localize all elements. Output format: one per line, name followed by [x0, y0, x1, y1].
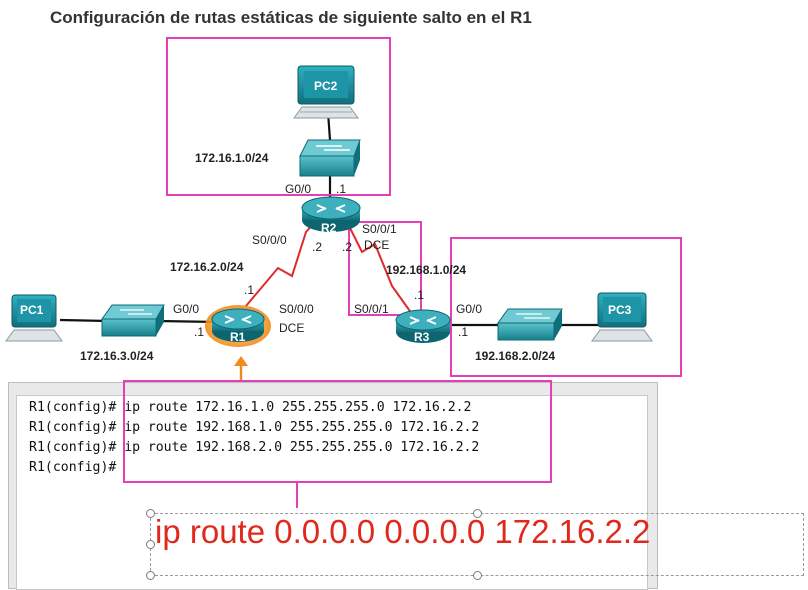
serial-link-r2-r3 [343, 215, 413, 315]
switch-lan-r3-icon[interactable] [497, 308, 563, 341]
cli-command: ip route 192.168.2.0 255.255.255.0 172.1… [116, 440, 480, 455]
pc2-device[interactable] [293, 65, 359, 119]
r1-g00-host: .1 [194, 325, 205, 339]
cli-line: R1(config)# [29, 460, 116, 475]
r3-router[interactable] [395, 309, 451, 343]
topology-diagram [5, 37, 682, 380]
r2-g00-label: G0/0 [285, 182, 312, 196]
cli-command: ip route 172.16.1.0 255.255.255.0 172.16… [116, 400, 472, 415]
switch-lan-r1-icon[interactable] [101, 304, 165, 337]
pc1-label: PC1 [20, 303, 44, 317]
r3-s001-label: S0/0/1 [354, 302, 389, 316]
r3-label: R3 [414, 330, 430, 344]
highlight-lan-r2 [166, 37, 391, 196]
diagram-title: Configuración de rutas estáticas de sigu… [50, 8, 532, 27]
r2-s000-host: .2 [312, 240, 323, 254]
r3-g00-label: G0/0 [456, 302, 483, 316]
r2-s000-label: S0/0/0 [252, 233, 287, 247]
link-pc1-switch [59, 318, 109, 323]
r1-router[interactable] [205, 305, 271, 347]
callout-text[interactable]: ip route 0.0.0.0 0.0.0.0 172.16.2.2 [155, 513, 651, 550]
switch-lan-r2-icon[interactable] [299, 139, 361, 177]
r2-g00-host: .1 [336, 182, 347, 196]
r2-label: R2 [321, 221, 337, 235]
pc3-label: PC3 [608, 303, 632, 317]
r3-s001-host: .1 [414, 288, 425, 302]
resize-handle-top-left[interactable] [146, 509, 155, 518]
pc3-device[interactable] [591, 292, 653, 342]
network-lan-r2: 172.16.1.0/24 [195, 151, 269, 165]
network-wan-r2-r3: 192.168.1.0/24 [386, 263, 467, 277]
resize-handle-middle-left[interactable] [146, 540, 155, 549]
cli-prompt: R1(config)# [29, 420, 117, 435]
r2-router[interactable] [301, 196, 361, 232]
r2-s001-label: S0/0/1 [362, 222, 397, 236]
r2-s001-host: .2 [342, 240, 353, 254]
serial-link-r1-r2 [245, 214, 322, 307]
network-lan-r3: 192.168.2.0/24 [475, 349, 556, 363]
cli-line: R1(config)# ip route 172.16.1.0 255.255.… [29, 400, 471, 415]
network-wan-r1-r2: 172.16.2.0/24 [170, 260, 244, 274]
resize-handle-top-middle[interactable] [473, 509, 482, 518]
r1-s000-host: .1 [244, 283, 255, 297]
r1-dce-label: DCE [279, 321, 305, 335]
network-lan-r1: 172.16.3.0/24 [80, 349, 154, 363]
highlight-boxes [166, 37, 682, 377]
r1-g00-label: G0/0 [173, 302, 200, 316]
r2-dce-label: DCE [364, 238, 390, 252]
resize-handle-bottom-middle[interactable] [473, 571, 482, 580]
r3-g00-host: .1 [458, 325, 469, 339]
cli-line: R1(config)# ip route 192.168.1.0 255.255… [29, 420, 479, 435]
resize-handle-bottom-left[interactable] [146, 571, 155, 580]
highlight-lan-r3 [450, 237, 682, 377]
cli-prompt: R1(config)# [29, 460, 117, 475]
cli-command: ip route 192.168.1.0 255.255.255.0 172.1… [116, 420, 480, 435]
highlight-r2-s001 [348, 221, 422, 316]
pc1-device[interactable] [5, 294, 63, 342]
r1-pointer-arrow [234, 356, 248, 380]
pc2-label: PC2 [314, 79, 338, 93]
cli-line: R1(config)# ip route 192.168.2.0 255.255… [29, 440, 479, 455]
cli-prompt: R1(config)# [29, 400, 117, 415]
cli-prompt: R1(config)# [29, 440, 117, 455]
r1-label: R1 [230, 330, 246, 344]
r1-s000-label: S0/0/0 [279, 302, 314, 316]
